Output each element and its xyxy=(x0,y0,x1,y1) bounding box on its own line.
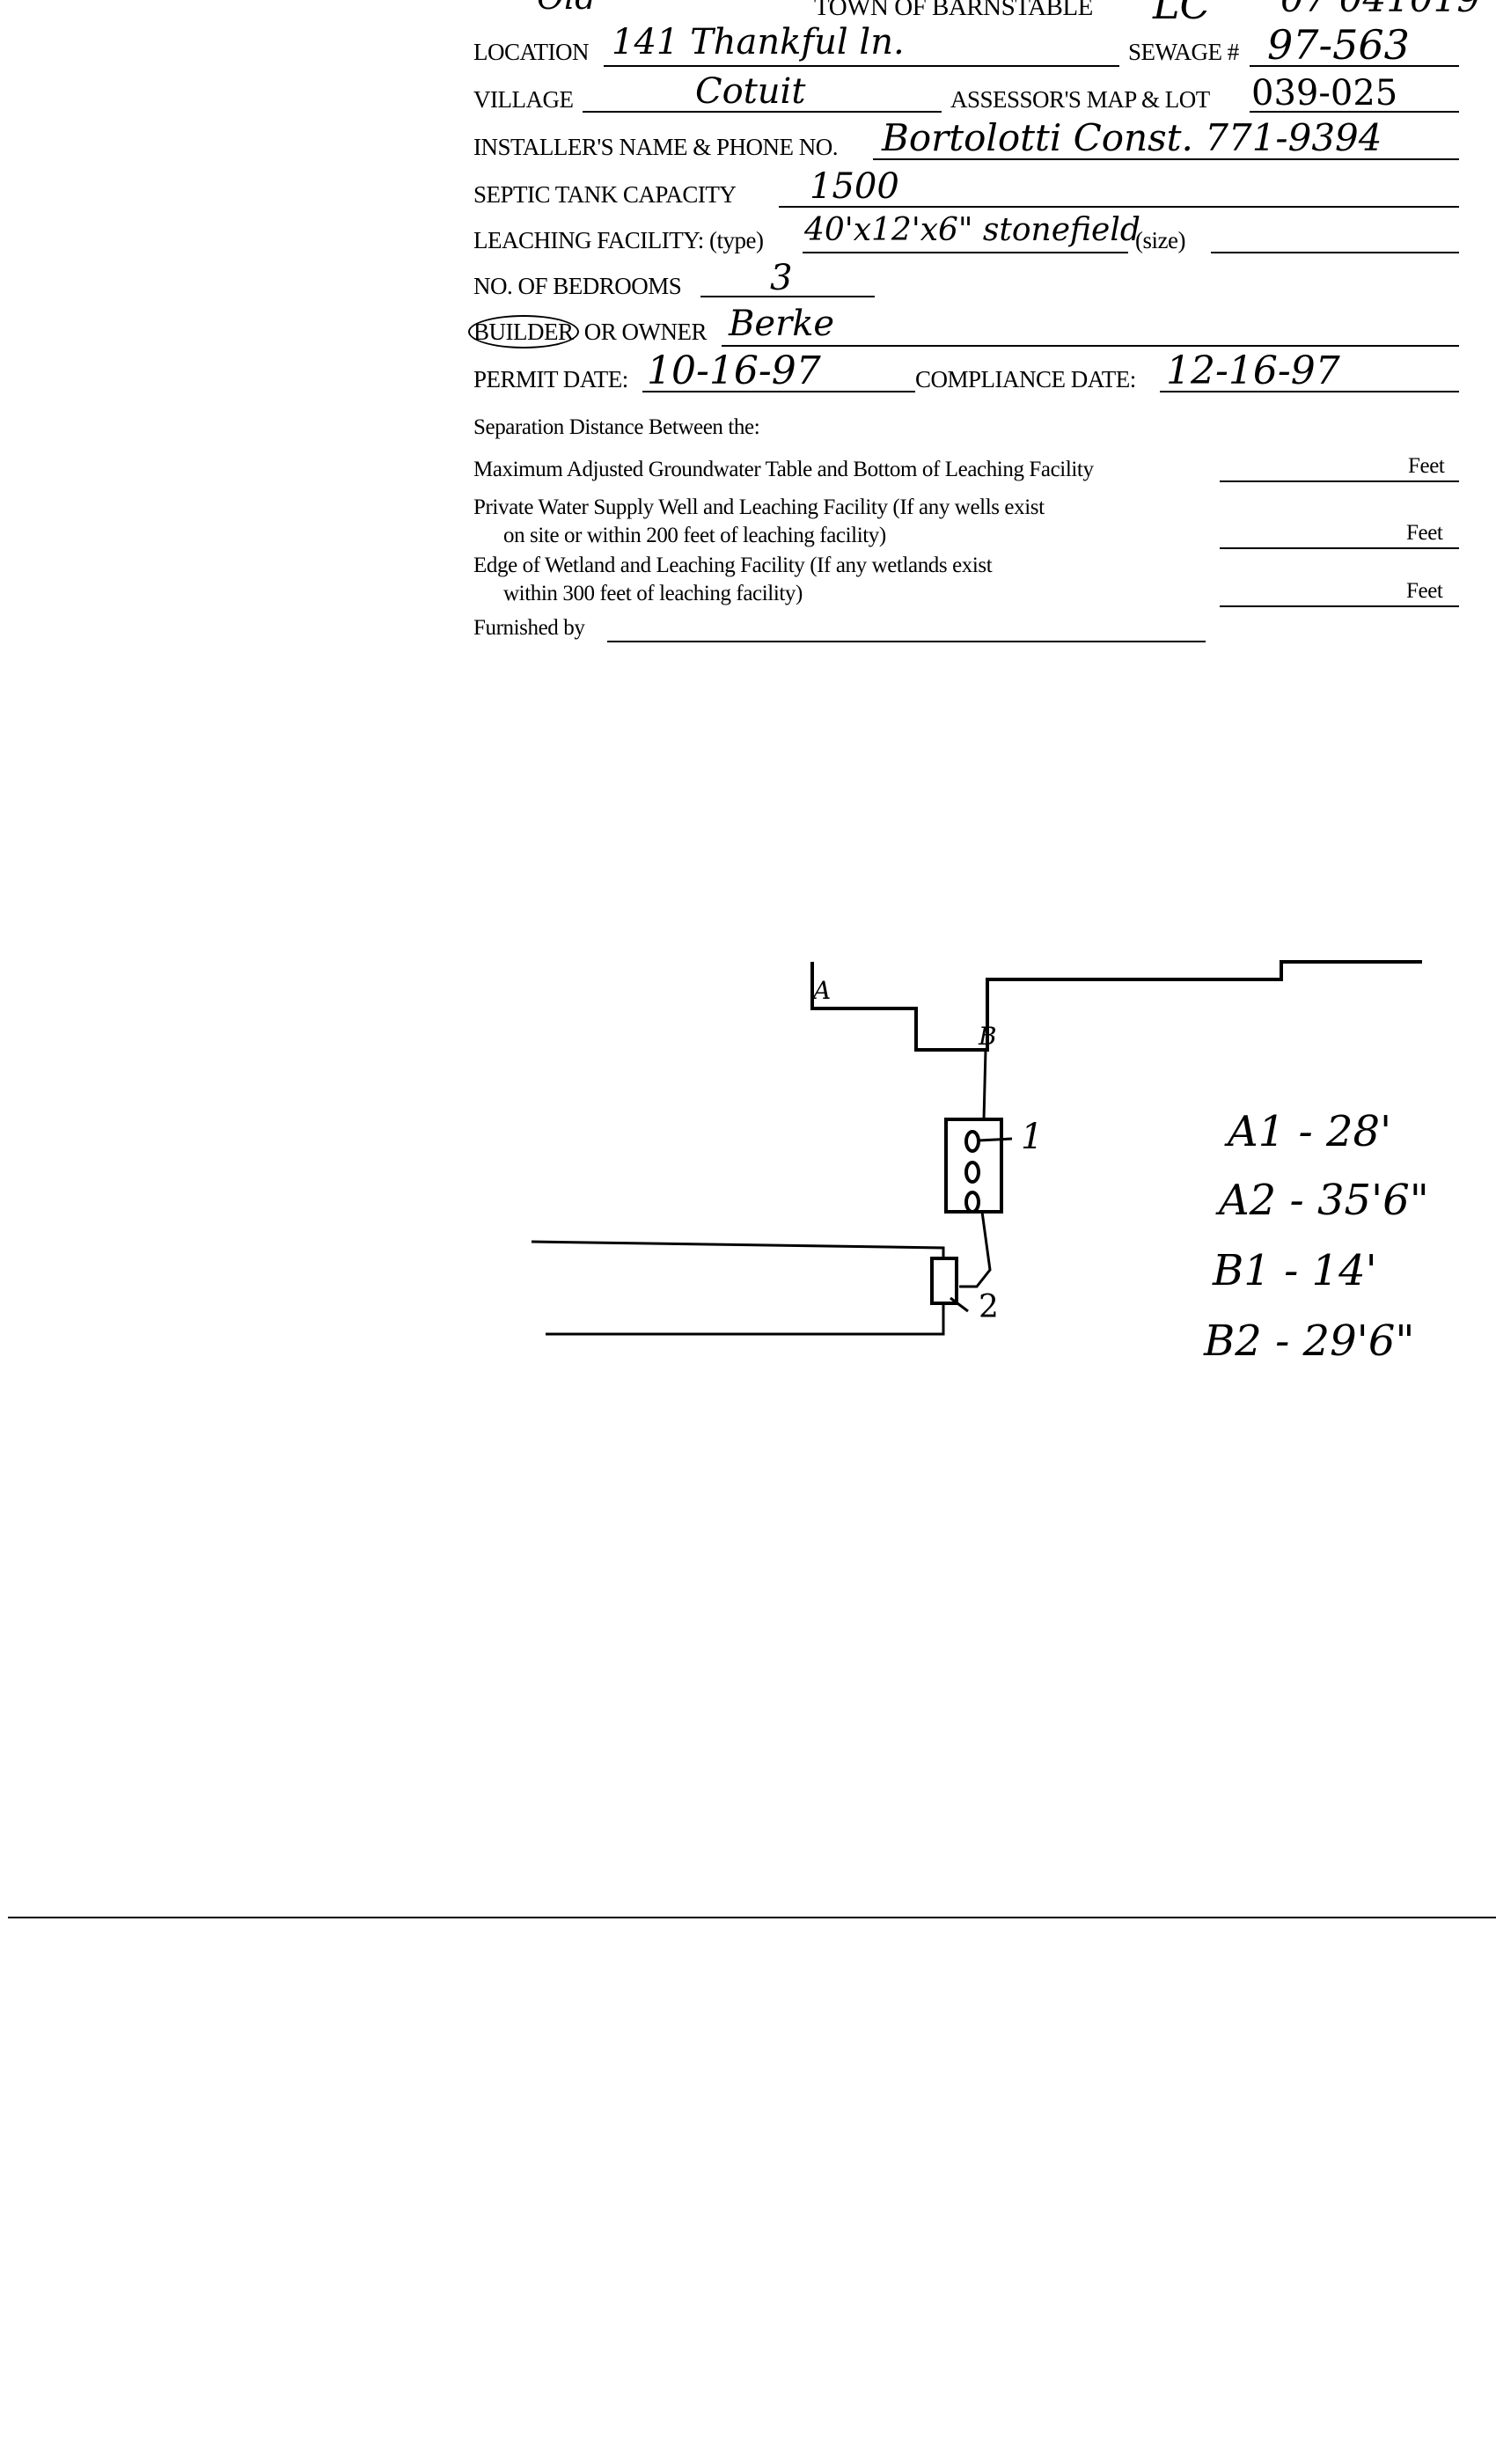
point-a-label: A xyxy=(813,976,832,1005)
furnished-by-field[interactable] xyxy=(607,641,1206,642)
village-field[interactable] xyxy=(583,111,942,113)
leaching-size-label: (size) xyxy=(1135,227,1185,253)
leaching-type-field[interactable] xyxy=(803,252,1128,253)
distribution-box xyxy=(930,1257,958,1305)
installer-label: INSTALLER'S NAME & PHONE NO. xyxy=(473,134,838,160)
owner-label: OR OWNER xyxy=(583,319,708,345)
septic-label: SEPTIC TANK CAPACITY xyxy=(473,181,737,208)
sewage-label: SEWAGE # xyxy=(1128,39,1239,65)
port-1-leader xyxy=(978,1137,1013,1142)
location-field[interactable] xyxy=(604,65,1119,67)
permit-date-label: PERMIT DATE: xyxy=(473,366,628,392)
builder-label: BUILDER OR OWNER xyxy=(468,315,708,348)
separation-row-1-text: Maximum Adjusted Groundwater Table and B… xyxy=(473,458,1094,481)
leach-line-lower xyxy=(546,1303,945,1336)
sewage-value: 97-563 xyxy=(1267,21,1410,69)
separation-heading: Separation Distance Between the: xyxy=(473,415,760,439)
compliance-date-value: 12-16-97 xyxy=(1166,348,1340,393)
location-label: LOCATION xyxy=(473,39,590,65)
separation-row-1-field[interactable] xyxy=(1220,480,1459,482)
furnished-by-label: Furnished by xyxy=(473,616,585,640)
separation-row-3-unit: Feet xyxy=(1406,579,1443,603)
clipped-handwriting-initials: LC xyxy=(1153,0,1211,28)
separation-row-3-text-cont: within 300 feet of leaching facility) xyxy=(503,582,803,605)
tank-port-1 xyxy=(964,1130,980,1153)
permit-date-value: 10-16-97 xyxy=(647,348,821,393)
tank-port-2 xyxy=(964,1161,980,1184)
tank-label-1: 1 xyxy=(1021,1117,1044,1157)
leaching-label: LEACHING FACILITY: (type) xyxy=(473,227,764,253)
measurement-b1: B1 - 14' xyxy=(1213,1246,1377,1295)
clipped-handwriting-left: Old xyxy=(537,0,597,14)
tank-port-3 xyxy=(964,1191,980,1214)
form-title: TOWN OF BARNSTABLE xyxy=(814,0,1093,21)
installer-field[interactable] xyxy=(873,158,1459,160)
scan-page-edge xyxy=(8,1917,1496,1918)
septic-value: 1500 xyxy=(810,166,899,207)
separation-row-1-unit: Feet xyxy=(1408,454,1445,478)
dbox-leader xyxy=(950,1296,969,1313)
measurement-a2: A2 - 35'6" xyxy=(1219,1176,1429,1225)
pipe-b-to-tank xyxy=(982,1049,987,1120)
builder-circled: BUILDER xyxy=(468,315,579,348)
compliance-date-field[interactable] xyxy=(1160,391,1459,392)
location-value: 141 Thankful ln. xyxy=(612,22,905,62)
separation-row-2-field[interactable] xyxy=(1220,547,1459,549)
installer-value: Bortolotti Const. 771-9394 xyxy=(882,116,1382,159)
clipped-handwriting-right: 07 041019 xyxy=(1280,0,1480,18)
separation-row-2-text-cont: on site or within 200 feet of leaching f… xyxy=(503,524,886,547)
leach-line-upper xyxy=(531,1240,945,1258)
leaching-size-field[interactable] xyxy=(1211,252,1459,253)
leaching-value: 40'x12'x6" stonefield xyxy=(804,212,1140,248)
builder-field[interactable] xyxy=(722,345,1459,347)
assessor-field[interactable] xyxy=(1250,111,1459,113)
separation-row-2-text: Private Water Supply Well and Leaching F… xyxy=(473,495,1045,519)
assessor-value: 039-025 xyxy=(1251,73,1398,114)
builder-value: Berke xyxy=(729,304,835,344)
measurement-a1: A1 - 28' xyxy=(1228,1107,1392,1156)
septic-field[interactable] xyxy=(779,206,1459,208)
sewage-field[interactable] xyxy=(1250,65,1459,67)
compliance-date-label: COMPLIANCE DATE: xyxy=(915,366,1136,392)
dbox-label-2: 2 xyxy=(979,1289,999,1325)
point-b-label: B xyxy=(979,1022,997,1051)
village-value: Cotuit xyxy=(695,71,806,112)
village-label: VILLAGE xyxy=(473,86,574,113)
foundation-outline xyxy=(810,960,1422,1052)
separation-row-3-text: Edge of Wetland and Leaching Facility (I… xyxy=(473,554,993,577)
assessor-label: ASSESSOR'S MAP & LOT xyxy=(950,86,1210,113)
permit-date-field[interactable] xyxy=(642,391,915,392)
bedrooms-label: NO. OF BEDROOMS xyxy=(473,273,682,299)
bedrooms-value: 3 xyxy=(770,258,793,298)
bedrooms-field[interactable] xyxy=(700,296,875,297)
pipe-tank-to-dbox xyxy=(959,1211,992,1288)
measurement-b2: B2 - 29'6" xyxy=(1204,1316,1415,1366)
separation-row-2-unit: Feet xyxy=(1406,521,1443,545)
separation-row-3-field[interactable] xyxy=(1220,605,1459,607)
